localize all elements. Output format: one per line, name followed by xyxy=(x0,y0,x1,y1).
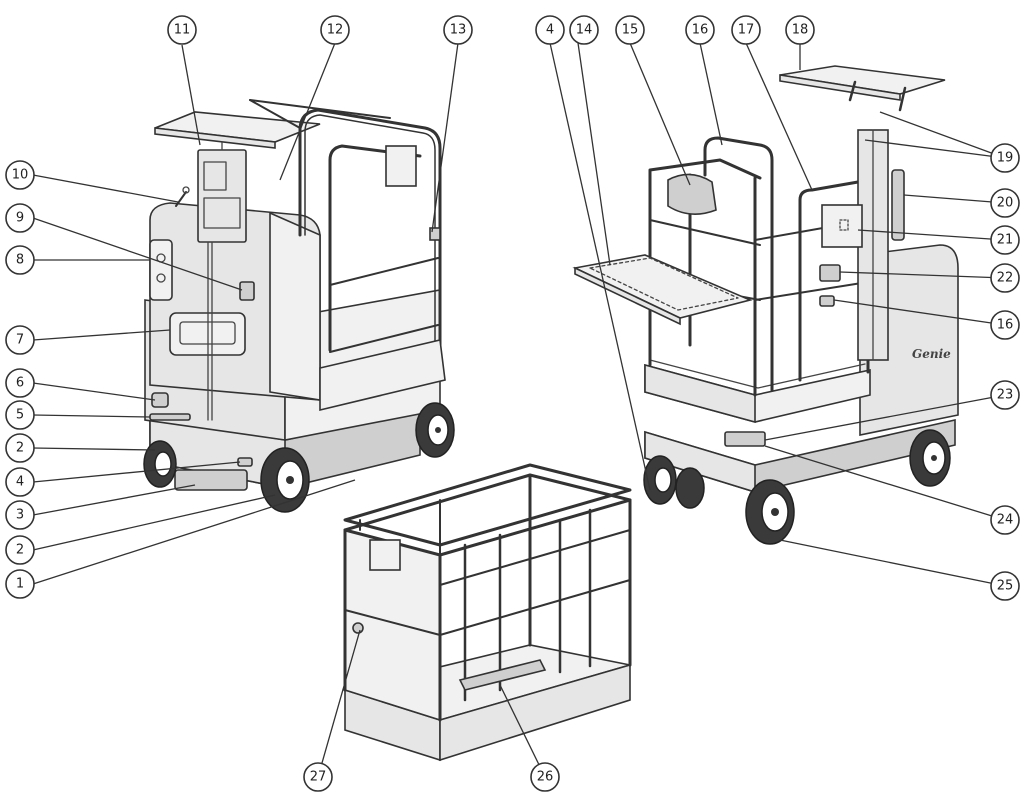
callout-17: 17 xyxy=(731,15,761,45)
callout-27: 27 xyxy=(303,762,333,792)
svg-text:25: 25 xyxy=(997,579,1014,594)
genie-logo: Genie xyxy=(912,347,951,361)
svg-text:27: 27 xyxy=(310,770,327,785)
callout-1: 1 xyxy=(5,569,35,599)
callout-16-top: 16 xyxy=(685,15,715,45)
svg-text:3: 3 xyxy=(16,508,24,523)
callout-24: 24 xyxy=(990,505,1020,535)
callout-7: 7 xyxy=(5,325,35,355)
svg-text:4: 4 xyxy=(16,475,24,490)
callout-6: 6 xyxy=(5,368,35,398)
svg-text:26: 26 xyxy=(537,770,554,785)
callout-3: 3 xyxy=(5,500,35,530)
callout-9: 9 xyxy=(5,203,35,233)
svg-text:6: 6 xyxy=(16,376,24,391)
callout-5: 5 xyxy=(5,400,35,430)
svg-text:4: 4 xyxy=(546,23,554,38)
callout-8: 8 xyxy=(5,245,35,275)
callout-18: 18 xyxy=(785,15,815,45)
svg-text:15: 15 xyxy=(622,23,639,38)
callout-23: 23 xyxy=(990,380,1020,410)
callout-21: 21 xyxy=(990,225,1020,255)
svg-text:18: 18 xyxy=(792,23,809,38)
platform-cage xyxy=(342,463,632,762)
callout-14: 14 xyxy=(569,15,599,45)
svg-text:16: 16 xyxy=(997,318,1014,333)
svg-text:13: 13 xyxy=(450,23,467,38)
svg-text:24: 24 xyxy=(997,513,1014,528)
svg-text:20: 20 xyxy=(997,196,1014,211)
leader-lines xyxy=(32,42,1006,778)
svg-text:7: 7 xyxy=(16,333,24,348)
svg-text:10: 10 xyxy=(12,168,29,183)
svg-text:1: 1 xyxy=(16,577,24,592)
svg-text:2: 2 xyxy=(16,543,24,558)
svg-text:5: 5 xyxy=(16,408,24,423)
callout-19: 19 xyxy=(990,143,1020,173)
callout-25: 25 xyxy=(990,571,1020,601)
svg-text:17: 17 xyxy=(738,23,755,38)
svg-text:11: 11 xyxy=(174,23,191,38)
svg-text:8: 8 xyxy=(16,253,24,268)
callout-2-lower: 2 xyxy=(5,535,35,565)
lift-machine-front-view xyxy=(143,99,455,513)
svg-text:21: 21 xyxy=(997,233,1014,248)
callout-11: 11 xyxy=(167,15,197,45)
callout-10: 10 xyxy=(5,160,35,190)
svg-text:2: 2 xyxy=(16,441,24,456)
callout-13: 13 xyxy=(443,15,473,45)
svg-text:9: 9 xyxy=(16,211,24,226)
svg-text:22: 22 xyxy=(997,271,1014,286)
callout-16-right: 16 xyxy=(990,310,1020,340)
callout-20: 20 xyxy=(990,188,1020,218)
callout-26: 26 xyxy=(530,762,560,792)
svg-text:19: 19 xyxy=(997,151,1014,166)
svg-text:14: 14 xyxy=(576,23,593,38)
svg-text:12: 12 xyxy=(327,23,344,38)
callout-2-upper: 2 xyxy=(5,433,35,463)
svg-text:23: 23 xyxy=(997,388,1014,403)
svg-text:16: 16 xyxy=(692,23,709,38)
lift-machine-rear-view: Genie xyxy=(572,65,959,545)
callout-12: 12 xyxy=(320,15,350,45)
callout-4-left: 4 xyxy=(5,467,35,497)
callout-22: 22 xyxy=(990,263,1020,293)
callout-15: 15 xyxy=(615,15,645,45)
callout-4-right: 4 xyxy=(535,15,565,45)
